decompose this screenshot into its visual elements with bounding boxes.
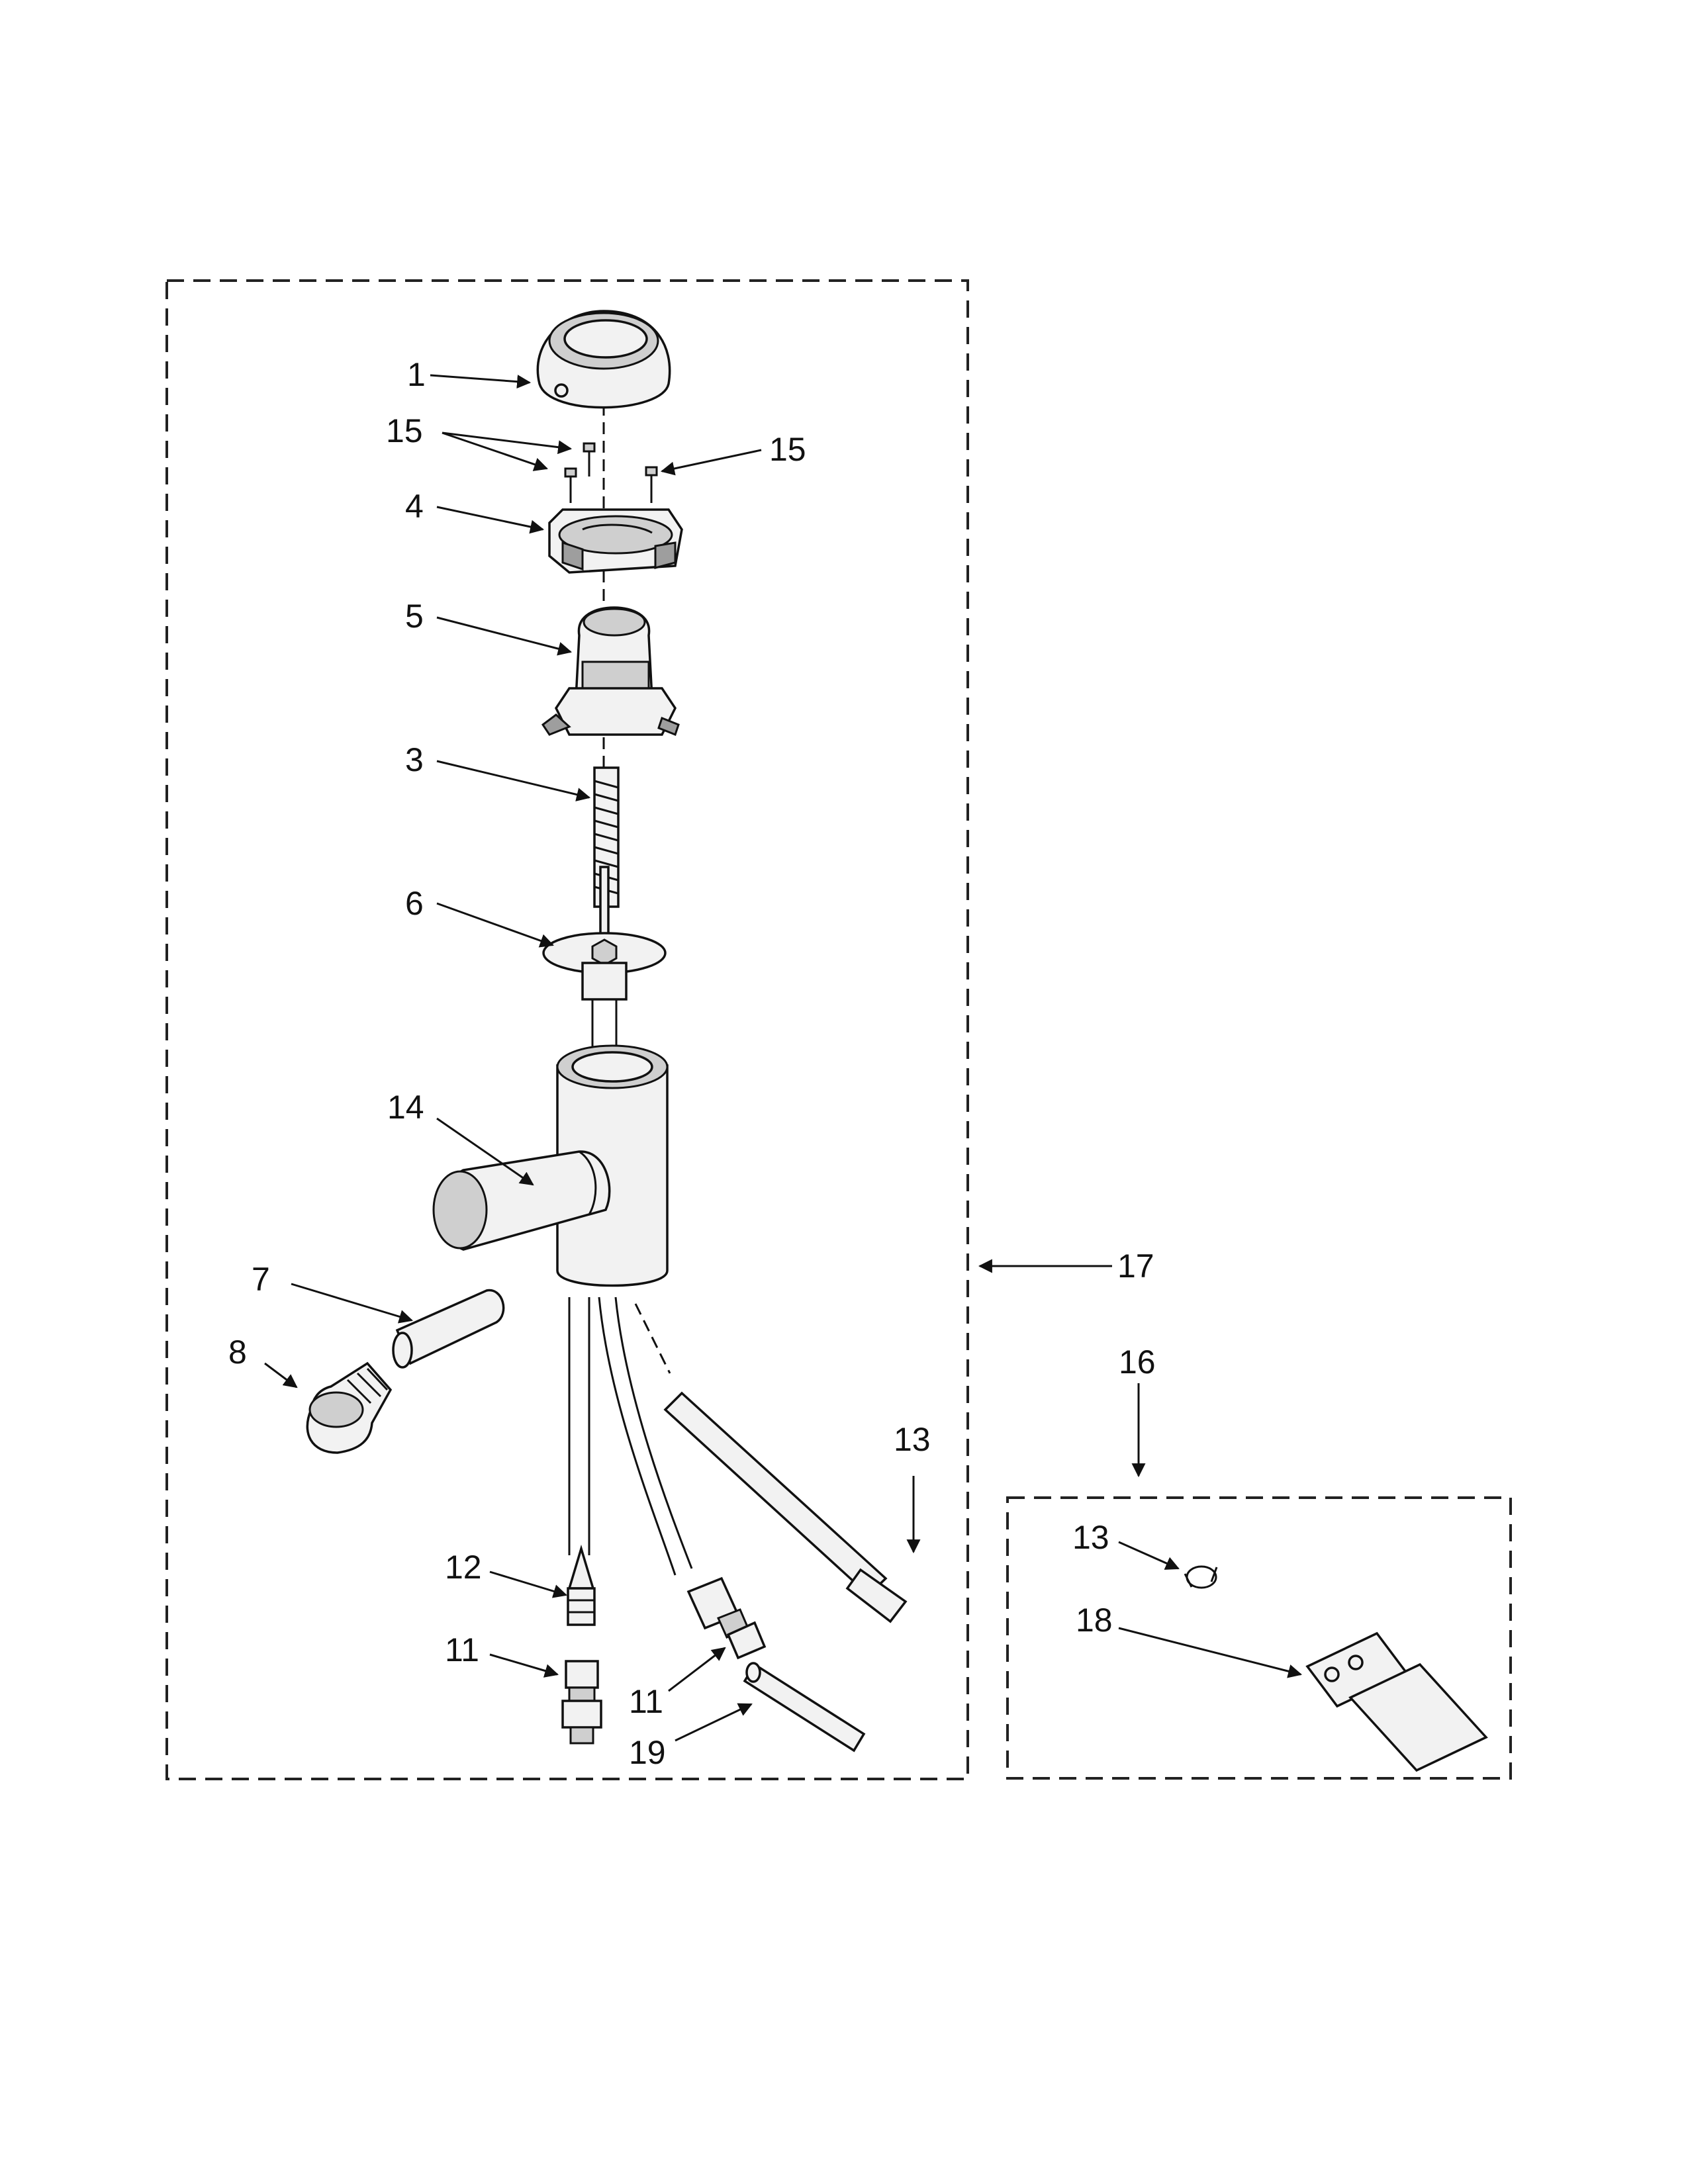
supply-tubes <box>568 1297 908 1623</box>
callout-1: 1 <box>407 356 426 393</box>
fitting-left-part <box>561 1660 602 1745</box>
callout-3: 3 <box>405 741 424 778</box>
callout-4: 4 <box>405 488 424 525</box>
callout-15-right: 15 <box>769 431 806 468</box>
callout-12: 12 <box>445 1549 482 1586</box>
callout-17: 17 <box>1117 1248 1154 1285</box>
clip-part <box>1184 1565 1218 1589</box>
spout-body-part <box>432 1044 669 1287</box>
housing-part <box>541 606 680 736</box>
elbow-part <box>306 1361 393 1454</box>
sheet-part <box>1305 1631 1488 1772</box>
callout-15-left: 15 <box>386 412 423 449</box>
callout-5: 5 <box>405 598 424 635</box>
screw-parts <box>564 442 658 503</box>
callout-13-kit: 13 <box>1072 1519 1109 1556</box>
fitting-right-part <box>686 1576 767 1660</box>
kit-frame <box>1006 1496 1512 1780</box>
callout-13-main: 13 <box>894 1421 931 1458</box>
bracket-part <box>548 508 683 574</box>
main-assembly-frame <box>165 279 969 1780</box>
callout-6: 6 <box>405 885 424 922</box>
callout-18: 18 <box>1076 1602 1113 1639</box>
plate-part <box>542 866 667 1064</box>
callout-8: 8 <box>228 1334 247 1371</box>
tube-part <box>743 1662 866 1752</box>
leader-lines <box>264 374 1303 1742</box>
hose-part <box>392 1289 505 1369</box>
callout-16: 16 <box>1119 1343 1156 1381</box>
callout-11-right: 11 <box>629 1683 663 1720</box>
callout-14: 14 <box>387 1089 424 1126</box>
callout-11-left: 11 <box>445 1631 479 1668</box>
strainer-part <box>567 1544 596 1626</box>
callout-19: 19 <box>629 1734 666 1771</box>
cap-knob-part <box>536 310 671 409</box>
callout-7: 7 <box>252 1261 270 1298</box>
